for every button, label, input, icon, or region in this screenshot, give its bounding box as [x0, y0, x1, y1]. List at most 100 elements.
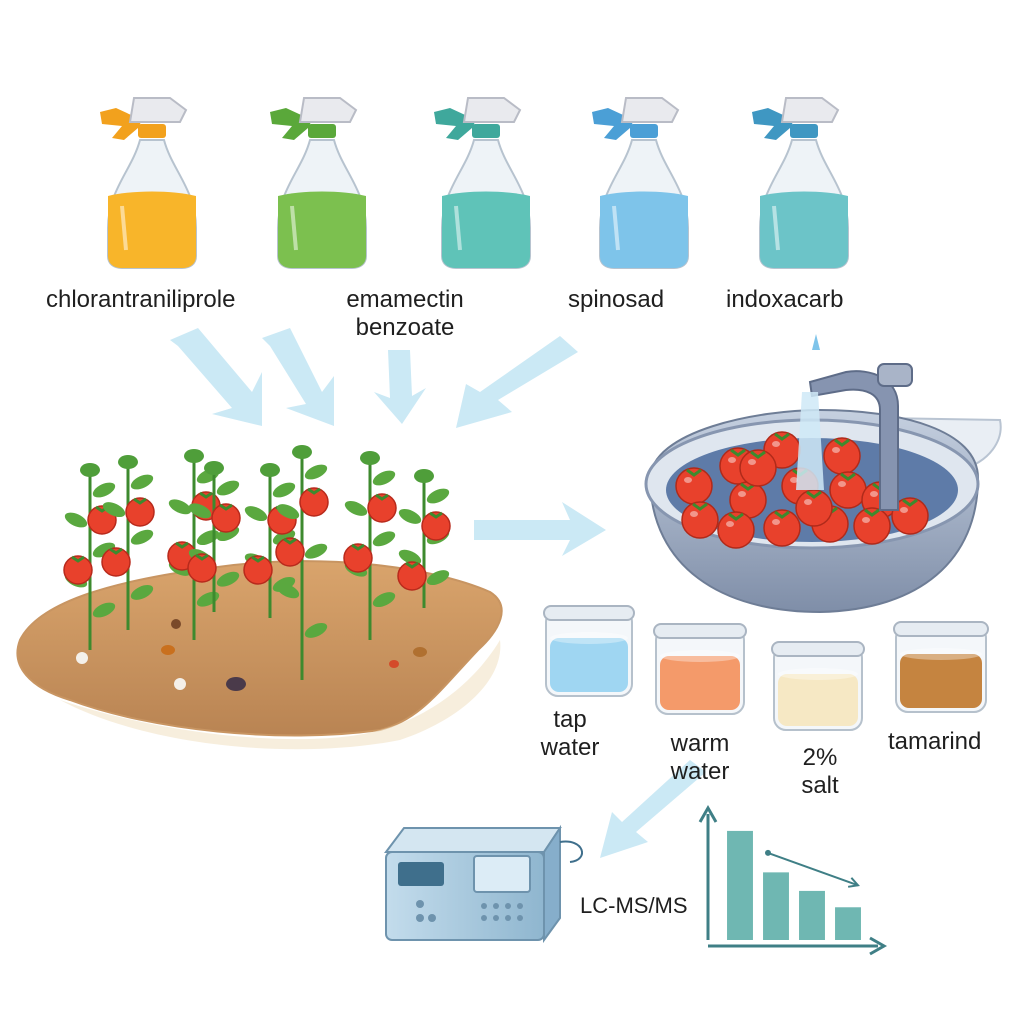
- bugs: [76, 619, 427, 691]
- chart-bar: [799, 890, 825, 940]
- cup-liquid: [550, 638, 628, 692]
- tomatoes-in-sink: [675, 431, 929, 549]
- leaf: [360, 451, 380, 465]
- instrument-tube: [559, 840, 583, 863]
- leaf: [188, 503, 212, 519]
- leaf: [414, 469, 434, 483]
- spray-arrows: [170, 328, 578, 428]
- instrument-keypad: [416, 900, 523, 922]
- faucet-handle: [877, 363, 913, 387]
- tomato: [681, 501, 719, 539]
- tomato: [275, 537, 305, 567]
- label-water: water: [540, 734, 600, 761]
- bottle-highlight: [120, 205, 128, 251]
- spray-bottle-icon: [270, 97, 367, 269]
- residue-reduction-chart: [698, 804, 888, 956]
- chart-bar: [763, 872, 789, 940]
- leaf: [92, 482, 116, 498]
- tomato: [891, 497, 929, 535]
- bottle-liquid: [600, 191, 688, 268]
- chart-trend-start: [765, 849, 771, 856]
- solution-cup-icon: [543, 605, 635, 697]
- label-emamectin: emamectin: [346, 286, 464, 313]
- cup-rim: [771, 641, 865, 657]
- spray-head: [620, 97, 680, 123]
- tomato-plant: [275, 445, 329, 680]
- leaf: [276, 583, 300, 599]
- leaf: [184, 449, 204, 463]
- leaf: [426, 488, 450, 504]
- label-tap: tap: [553, 706, 587, 733]
- label-tap-water: tap water: [530, 706, 610, 762]
- leaf: [372, 470, 396, 486]
- tomato: [343, 543, 373, 573]
- leaf: [344, 500, 368, 516]
- water-drop: [812, 334, 820, 350]
- bottle-collar: [138, 124, 166, 138]
- tomato: [739, 449, 777, 487]
- leaf: [398, 549, 422, 565]
- larva-icon: [76, 652, 88, 664]
- spray-bottle-icon: [434, 97, 531, 269]
- label-warm-water: warm water: [658, 730, 742, 786]
- tomato-plants: [63, 445, 451, 680]
- spray-head: [298, 97, 358, 123]
- tomato: [101, 547, 131, 577]
- chart-bar: [835, 907, 861, 940]
- cup-rim: [543, 605, 635, 621]
- tomato: [717, 511, 755, 549]
- bottle-liquid: [108, 191, 196, 268]
- tomato-plant: [101, 455, 155, 630]
- pesticide-spray-bottles: [100, 97, 849, 269]
- leaf: [118, 455, 138, 469]
- tomato-plant: [187, 461, 241, 612]
- spray-bottle-icon: [752, 97, 849, 269]
- tomato-stem: [728, 512, 744, 521]
- chart-trend-line: [767, 851, 859, 887]
- chart-x-axis-arrowhead: [869, 936, 888, 956]
- bottle-highlight: [772, 205, 780, 251]
- leaf: [372, 592, 396, 608]
- solution-cup-icon: [771, 641, 865, 731]
- tomato-stem: [774, 510, 790, 519]
- tomato: [63, 555, 93, 585]
- leaf: [292, 445, 312, 459]
- leaf: [92, 602, 116, 618]
- larva-icon: [174, 678, 186, 690]
- arrow-down-left-4: [456, 336, 578, 428]
- leaf: [80, 463, 100, 477]
- label-benzoate: benzoate: [355, 314, 455, 341]
- spray-head: [780, 97, 840, 123]
- tomato: [243, 555, 273, 585]
- arrow-down-right-1: [170, 328, 262, 426]
- spray-head: [462, 97, 522, 123]
- leaf: [204, 461, 224, 475]
- leaf: [304, 464, 328, 480]
- bottle-collar: [308, 124, 336, 138]
- bottle-highlight: [290, 205, 298, 251]
- leaf: [130, 584, 154, 600]
- water-stream: [796, 392, 824, 490]
- tomato: [421, 511, 451, 541]
- leaf: [168, 499, 192, 515]
- label-tamarind: tamarind: [888, 728, 982, 755]
- leaf: [304, 622, 328, 638]
- spray-bottle-icon: [100, 97, 197, 269]
- tomato-plant: [343, 451, 397, 640]
- chart-bars: [727, 830, 861, 940]
- tomato-stem: [864, 508, 880, 517]
- tomato: [853, 507, 891, 545]
- tomato: [125, 497, 155, 527]
- bottle-liquid: [760, 191, 848, 268]
- cup-liquid: [778, 674, 858, 726]
- cup-rim: [653, 623, 747, 639]
- leaf: [244, 506, 268, 522]
- tomato-stem: [834, 438, 850, 447]
- leaf: [130, 529, 154, 545]
- label-indoxacarb: indoxacarb: [726, 286, 844, 313]
- solution-cup-icon: [893, 621, 989, 713]
- tomato: [299, 487, 329, 517]
- arrow-to-instrument: [600, 760, 706, 858]
- instrument-screen: [473, 855, 531, 893]
